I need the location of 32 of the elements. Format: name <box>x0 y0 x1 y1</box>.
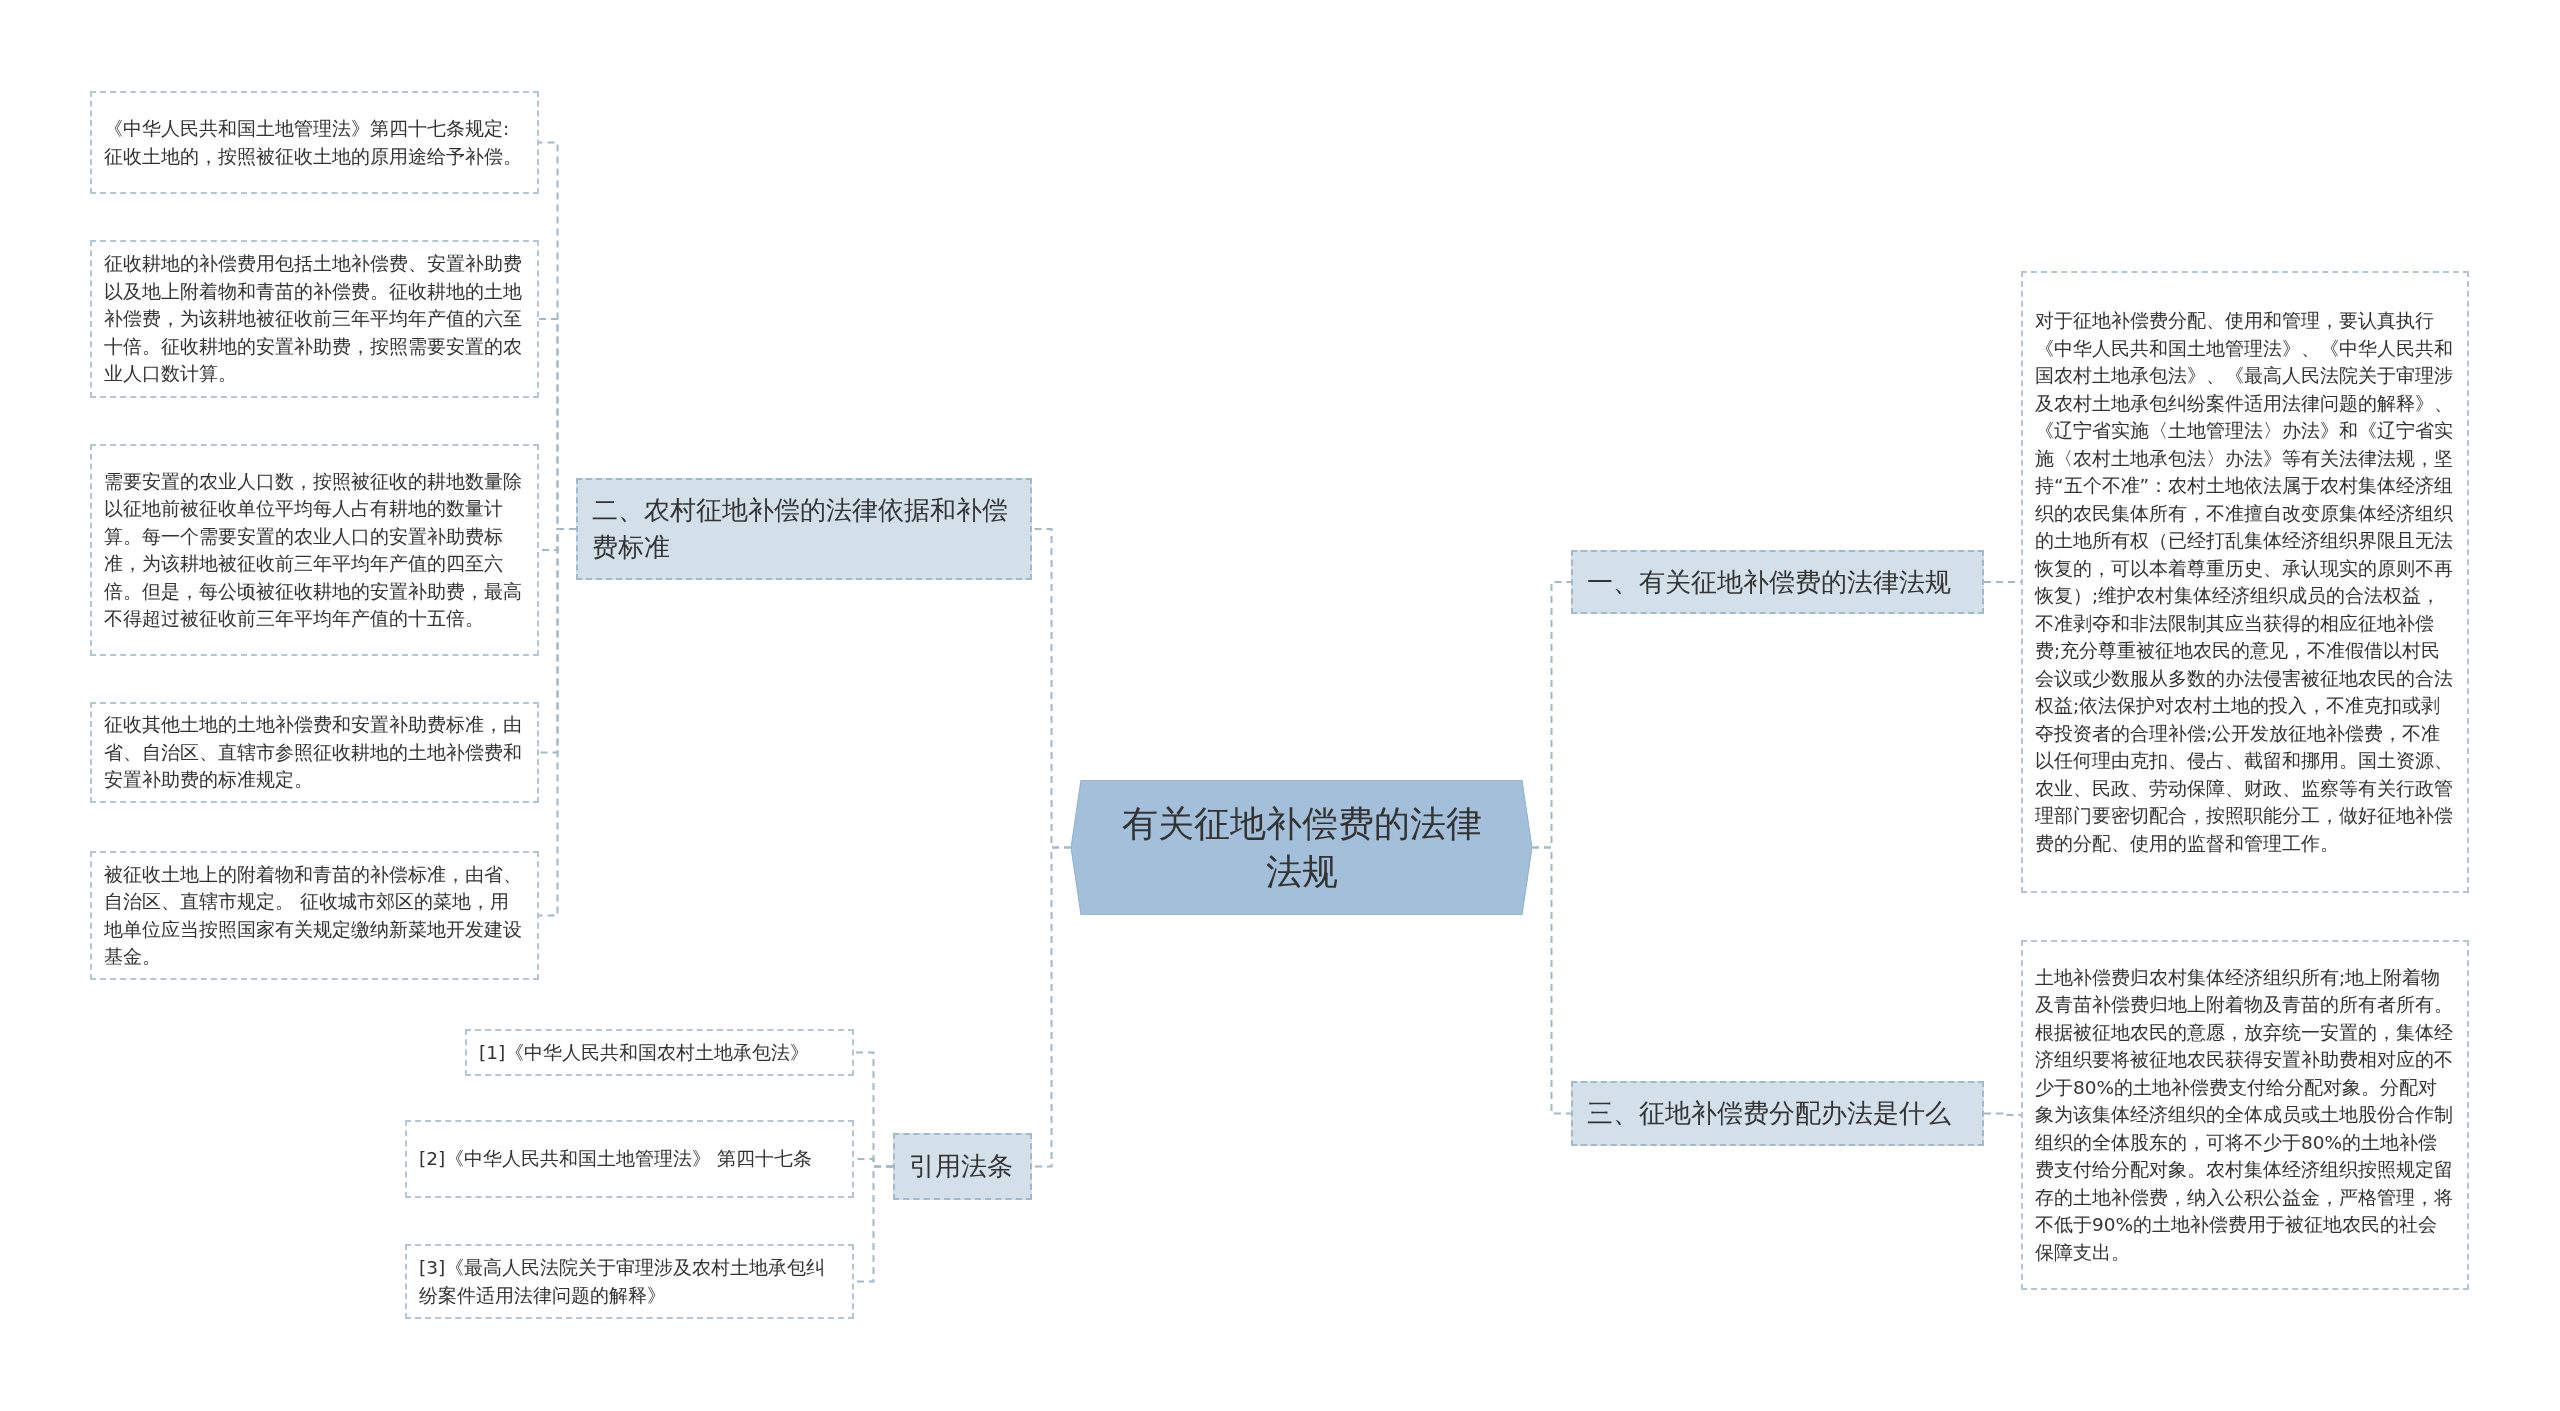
topic-text: 二、农村征地补偿的法律依据和补偿费标准 <box>592 494 1009 564</box>
note-box <box>90 240 539 398</box>
note-text: 对于征地补偿费分配、使用和管理，要认真执行《中华人民共和国土地管理法》、《中华人民共和国农村土地承包法》、《最高人民法院关于审理涉及农村土地承包纠纷案件适用法律问题的解释》、《辽宁省实施〈土地管理法〉办法》和《辽宁省实施〈农村土地承包法〉办法》等有关法律法规，坚持“五个不准”：农村土地依法属于农村集体经济组织的农民集体所有，不准擅自改变原集体经济组织的土地所有权（已经打乱集体经济组织界限且无法恢复的，可以本着尊重历史、承认现实的原则不再恢复）;维护农村集体经济组织成员的合法权益，不准剥夺和非法限制其应当获得的相应征地补偿费;充分尊重被征地农民的意见，不准假借以村民会议或少数服从多数的办法侵害被征地农民的合法权益;依法保护对农村土地的投入，不准克扣或剥夺投资者的合理补偿;公开发放征地补偿费，不准以任何理由克扣、侵占、截留和挪用。国土资源、农业、民政、劳动保障、财政、监察等有关行政管理部门要密切配合，按照职能分工，做好征地补偿费的分配、使用的监督和管理工作。 <box>2035 309 2455 856</box>
note-box <box>90 444 539 656</box>
note-text: [3]《最高人民法院关于审理涉及农村土地承包纠纷案件适用法律问题的解释》 <box>419 1256 827 1308</box>
note-box <box>90 91 539 194</box>
topic-box <box>1571 1081 1984 1146</box>
topic-text: 引用法条 <box>909 1150 1013 1183</box>
topic-box <box>576 478 1032 580</box>
topic-box <box>893 1133 1032 1200</box>
note-text: [2]《中华人民共和国土地管理法》 第四十七条 <box>419 1147 813 1172</box>
note-box <box>465 1029 854 1076</box>
note-text: 需要安置的农业人口数，按照被征收的耕地数量除以征地前被征收单位平均每人占有耕地的数量计算。每一个需要安置的农业人口的安置补助费标准，为该耕地被征收前三年平均年产值的四至六倍。但是，每公顷被征收耕地的安置补助费，最高不得超过被征收前三年平均年产值的十五倍。 <box>104 469 523 631</box>
note-box <box>90 851 539 980</box>
note-box <box>405 1120 854 1198</box>
topic-box <box>1571 550 1984 614</box>
topic-text: 一、有关征地补偿费的法律法规 <box>1587 565 1951 599</box>
topic-text: 三、征地补偿费分配办法是什么 <box>1587 1097 1951 1130</box>
note-text: 土地补偿费归农村集体经济组织所有;地上附着物及青苗补偿费归地上附着物及青苗的所有者所有。根据被征地农民的意愿，放弃统一安置的，集体经济组织要将被征地农民获得安置补助费相对应的不少于80%的土地补偿费支付给分配对象。分配对象为该集体经济组织的全体成员或土地股份合作制组织的全体股东的，可将不少于80%的土地补偿费支付给分配对象。农村集体经济组织按照规定留存的土地补偿费，纳入公积公益金，严格管理，将不低于90%的土地补偿费用于被征地农民的社会保障支出。 <box>2035 965 2454 1265</box>
central-topic-text: 有关征地补偿费的法律法规 <box>1120 801 1483 894</box>
note-box <box>2021 271 2469 893</box>
central-topic <box>1071 780 1532 915</box>
note-box <box>405 1244 854 1319</box>
note-box <box>90 702 539 803</box>
connector-line <box>1531 846 1572 1115</box>
connector-line <box>1983 1112 2022 1116</box>
note-text: 《中华人民共和国土地管理法》第四十七条规定: 征收土地的，按照被征收土地的原用途给予补偿。 <box>104 117 523 169</box>
note-text: [1]《中华人民共和国农村土地承包法》 <box>479 1040 810 1065</box>
note-text: 征收耕地的补偿费用包括土地补偿费、安置补助费以及地上附着物和青苗的补偿费。征收耕地的土地补偿费，为该耕地被征收前三年平均年产值的六至十倍。征收耕地的安置补助费，按照需要安置的农业人口数计算。 <box>104 252 523 387</box>
note-text: 被征收土地上的附着物和青苗的补偿标准，由省、自治区、直辖市规定。 征收城市郊区的菜地，用地单位应当按照国家有关规定缴纳新菜地开发建设基金。 <box>104 862 523 969</box>
note-text: 征收其他土地的土地补偿费和安置补助费标准，由省、自治区、直辖市参照征收耕地的土地补偿费和安置补助费的标准规定。 <box>104 713 523 793</box>
note-box <box>2021 940 2469 1290</box>
